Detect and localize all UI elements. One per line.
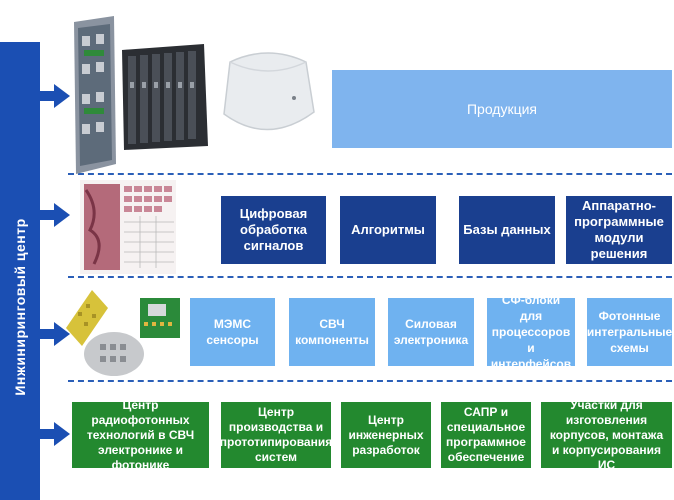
production-center-box: Центр производства и прототипирования си…	[219, 402, 333, 468]
databases-box: Базы данных	[459, 196, 555, 264]
algorithms-box: Алгоритмы	[340, 196, 436, 264]
row-divider	[68, 380, 672, 382]
row-arrow-icon	[40, 322, 70, 346]
photonic-ic-box: Фотонные интегральные схемы	[587, 298, 672, 366]
row-divider	[68, 173, 672, 175]
ip-blocks-box: СФ-блоки для процессоров и интерфейсов	[487, 293, 575, 371]
databases-label: Базы данных	[463, 222, 551, 237]
server-chassis-image	[122, 44, 208, 150]
packaging-sites-label: Участки для изготовления корпусов, монта…	[549, 397, 664, 472]
sidebar: Инжиниринговый центр	[0, 42, 40, 500]
photonic-ic-label: Фотонные интегральные схемы	[586, 309, 673, 355]
hw-sw-modules-box: Аппаратно-программные модули решения	[566, 196, 672, 264]
power-electronics-box: Силовая электроника	[388, 298, 474, 366]
ip-blocks-label: СФ-блоки для процессоров и интерфейсов	[490, 293, 572, 371]
microwave-label: СВЧ компоненты	[295, 317, 369, 347]
dsp-label: Цифровая обработка сигналов	[239, 206, 308, 253]
access-point-image	[223, 52, 315, 131]
row-arrow-icon	[40, 203, 70, 227]
engineering-center-box: Центр инженерных разработок	[341, 402, 431, 468]
cad-software-box: САПР и специальное программное обеспечен…	[441, 402, 531, 468]
power-electronics-label: Силовая электроника	[393, 317, 469, 347]
cad-software-label: САПР и специальное программное обеспечен…	[446, 405, 526, 464]
product-label: Продукция	[466, 101, 538, 117]
row-arrow-icon	[40, 422, 70, 446]
microwave-box: СВЧ компоненты	[289, 298, 375, 366]
dsp-box: Цифровая обработка сигналов	[221, 196, 326, 264]
algorithms-label: Алгоритмы	[351, 222, 425, 237]
mems-box: МЭМС сенсоры	[190, 298, 275, 366]
components-image	[66, 290, 180, 376]
data-table-image	[80, 180, 176, 274]
mems-label: МЭМС сенсоры	[206, 317, 259, 347]
product-box: Продукция	[332, 70, 672, 148]
row-arrow-icon	[40, 84, 70, 108]
sidebar-title: Инжиниринговый центр	[12, 218, 28, 396]
engineering-center-label: Центр инженерных разработок	[348, 412, 424, 457]
hw-sw-modules-label: Аппаратно-программные модули решения	[574, 198, 664, 261]
packaging-sites-box: Участки для изготовления корпусов, монта…	[541, 398, 672, 472]
circuit-board-image	[74, 16, 116, 174]
radiophotonics-center-box: Центр радиофотонных технологий в СВЧ эле…	[72, 398, 209, 472]
radiophotonics-center-label: Центр радиофотонных технологий в СВЧ эле…	[86, 397, 195, 472]
production-center-label: Центр производства и прототипирования си…	[219, 405, 333, 464]
row-divider	[68, 276, 672, 278]
